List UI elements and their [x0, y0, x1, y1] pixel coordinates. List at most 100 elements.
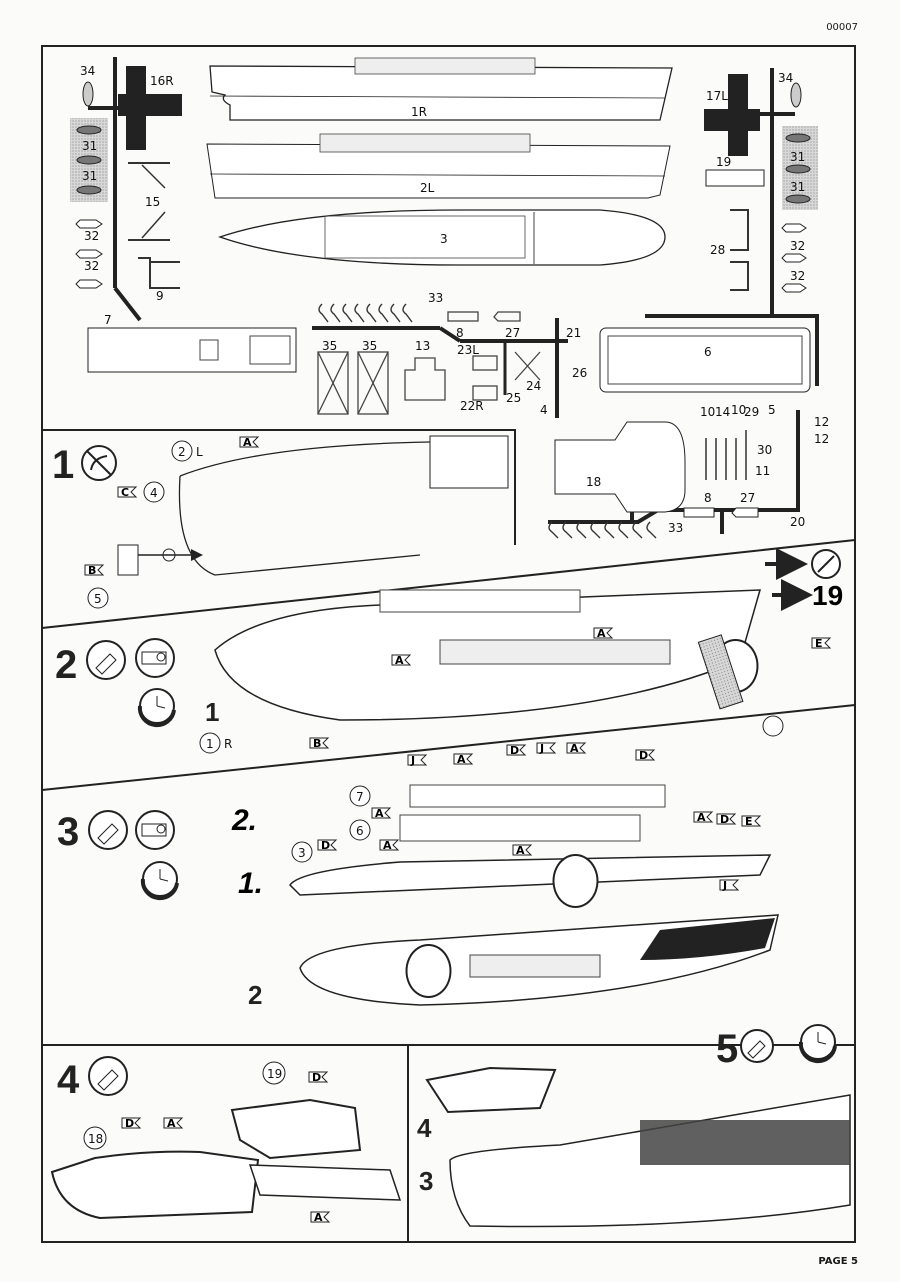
svg-text:35: 35 — [322, 339, 337, 353]
svg-text:4: 4 — [150, 486, 158, 500]
svg-text:5: 5 — [768, 403, 776, 417]
svg-text:34: 34 — [778, 71, 793, 85]
svg-text:J: J — [410, 754, 415, 767]
svg-text:11: 11 — [755, 464, 770, 478]
instruction-frame — [41, 45, 856, 1243]
flag-D: D — [716, 813, 737, 826]
svg-text:27: 27 — [505, 326, 520, 340]
deck-part-3: 3 — [217, 209, 666, 266]
svg-text:32: 32 — [790, 269, 805, 283]
callout-4: 4 — [143, 481, 165, 503]
svg-text:22R: 22R — [460, 399, 484, 413]
document-number: 00007 — [826, 22, 858, 33]
glue-tube-icon — [88, 810, 128, 850]
svg-text:8: 8 — [704, 491, 712, 505]
clock-icon — [798, 1024, 837, 1064]
svg-text:25: 25 — [506, 391, 521, 405]
flag-D: D — [635, 749, 656, 762]
svg-text:L: L — [196, 445, 203, 459]
middle-sprue: 33 8 27 21 35 35 13 23L 22R 24 25 26 4 — [312, 291, 587, 418]
svg-text:A: A — [375, 807, 384, 820]
glue-tube-icon — [88, 1056, 128, 1096]
left-sprue: 34 16R 31 31 15 32 32 9 7 — [70, 57, 182, 327]
part-7-deck — [87, 327, 297, 373]
glue-tube-icon — [740, 1029, 774, 1063]
svg-text:29: 29 — [744, 405, 759, 419]
flag-D: D — [308, 1071, 329, 1084]
svg-text:A: A — [314, 1211, 323, 1224]
svg-text:30: 30 — [757, 443, 772, 457]
svg-text:D: D — [720, 813, 729, 826]
svg-text:3: 3 — [298, 846, 306, 860]
svg-text:20: 20 — [790, 515, 805, 529]
flag-B: B — [84, 564, 105, 577]
svg-text:27: 27 — [740, 491, 755, 505]
svg-text:J: J — [539, 742, 544, 755]
flag-C: C — [117, 486, 138, 499]
svg-text:A: A — [395, 654, 404, 667]
svg-text:D: D — [510, 744, 519, 757]
svg-text:D: D — [125, 1117, 134, 1130]
svg-text:18: 18 — [88, 1132, 103, 1146]
svg-text:3: 3 — [57, 810, 79, 854]
flag-J: J — [407, 754, 428, 767]
glue-tube-icon — [86, 640, 126, 680]
step-5: 5 4 3 — [417, 1024, 851, 1228]
svg-text:1R: 1R — [411, 105, 427, 119]
clock-icon — [140, 861, 179, 901]
svg-text:18: 18 — [586, 475, 601, 489]
svg-text:6: 6 — [356, 824, 364, 838]
svg-text:10: 10 — [731, 403, 746, 417]
flag-E: E — [811, 637, 832, 650]
label-16R: 16R — [150, 74, 174, 88]
flag-E: E — [741, 815, 762, 828]
paint-brush-icon — [811, 549, 841, 579]
svg-text:17L: 17L — [706, 89, 728, 103]
hull-part-1R: 1R — [209, 57, 673, 121]
svg-text:A: A — [167, 1117, 176, 1130]
svg-text:31: 31 — [790, 180, 805, 194]
flag-A: A — [593, 627, 614, 640]
flag-A: A — [391, 654, 412, 667]
svg-text:28: 28 — [710, 243, 725, 257]
svg-text:12: 12 — [814, 432, 829, 446]
svg-text:35: 35 — [362, 339, 377, 353]
svg-text:A: A — [383, 839, 392, 852]
paint-part-number: 19 — [812, 580, 843, 611]
step-2: 2 1 1 R A A B E 19 — [55, 548, 843, 754]
step-3: 3 2. 1. 2 7 6 3 J A D J A D A A D A A D … — [57, 742, 779, 1010]
callout-7: 7 — [349, 785, 371, 807]
callout-3: 3 — [291, 841, 313, 863]
flag-A: A — [371, 807, 392, 820]
flag-A: A — [453, 753, 474, 766]
svg-text:33: 33 — [428, 291, 443, 305]
label-32: 32 — [84, 229, 99, 243]
svg-text:2: 2 — [55, 643, 77, 687]
svg-text:D: D — [639, 749, 648, 762]
step-dividers — [41, 429, 856, 1243]
svg-text:A: A — [570, 742, 579, 755]
svg-text:12: 12 — [814, 415, 829, 429]
svg-text:13: 13 — [415, 339, 430, 353]
svg-text:D: D — [312, 1071, 321, 1084]
svg-text:C: C — [121, 486, 129, 499]
svg-text:7: 7 — [356, 790, 364, 804]
svg-text:2L: 2L — [420, 181, 435, 195]
flag-A: A — [310, 1211, 331, 1224]
step-4: 4 19 18 D D A A — [50, 1056, 402, 1224]
svg-text:A: A — [516, 844, 525, 857]
svg-text:R: R — [224, 737, 232, 751]
clock-icon — [137, 688, 176, 728]
svg-text:19: 19 — [716, 155, 731, 169]
page-number: PAGE 5 — [818, 1256, 858, 1267]
svg-text:19: 19 — [267, 1067, 282, 1081]
svg-text:A: A — [597, 627, 606, 640]
flag-J: J — [536, 742, 557, 755]
svg-text:2.: 2. — [231, 804, 257, 837]
tape-icon — [135, 810, 175, 850]
svg-text:D: D — [321, 839, 330, 852]
label-31: 31 — [82, 139, 97, 153]
svg-text:A: A — [697, 811, 706, 824]
callout-1R: 1 R — [199, 732, 232, 754]
